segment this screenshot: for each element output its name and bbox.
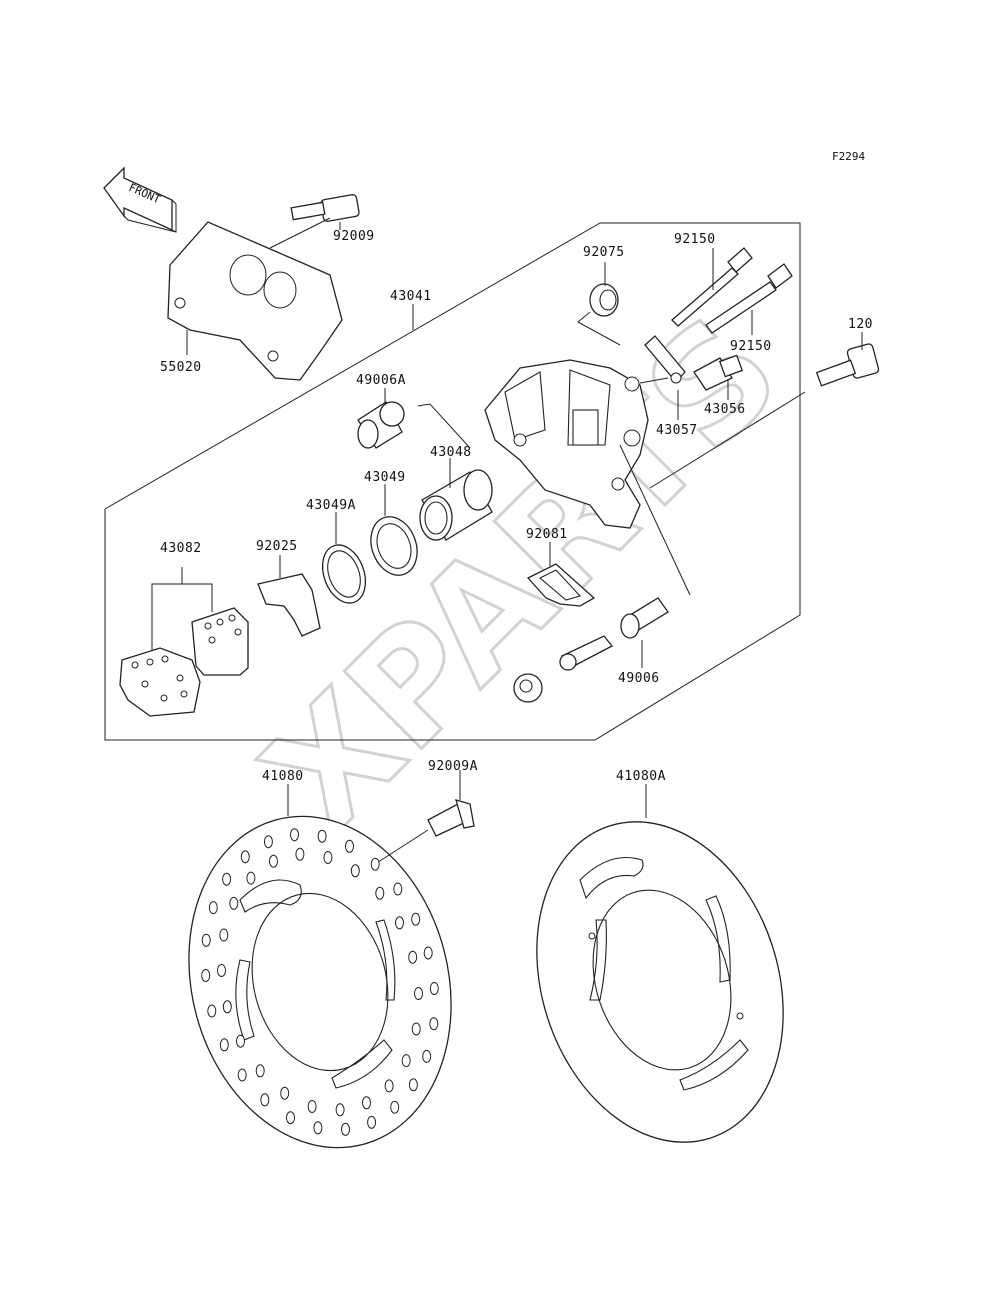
label-43057: 43057 <box>656 423 698 438</box>
disc-vent-hole <box>367 1115 377 1129</box>
disc-vent-hole <box>411 1022 421 1036</box>
pin-bolt <box>559 635 614 671</box>
label-92009: 92009 <box>333 229 375 244</box>
label-43048: 43048 <box>430 445 472 460</box>
label-41080A: 41080A <box>616 769 666 784</box>
disc-vent-hole <box>208 901 218 915</box>
disc-vent-hole <box>345 839 354 853</box>
label-92150-a: 92150 <box>674 232 716 247</box>
pad-set-43082 <box>119 567 249 717</box>
disc-vent-hole <box>260 1093 270 1107</box>
disc-vent-hole <box>246 871 256 885</box>
disc-vent-hole <box>236 1034 245 1048</box>
disc-vent-hole <box>429 982 439 995</box>
disc-vent-hole <box>414 987 423 1000</box>
label-43082: 43082 <box>160 541 202 556</box>
label-92081: 92081 <box>526 527 568 542</box>
disc-vent-hole <box>222 872 232 886</box>
disc-vent-hole <box>222 1000 232 1014</box>
label-43049A: 43049A <box>306 498 356 513</box>
label-43049: 43049 <box>364 470 406 485</box>
disc-vent-hole <box>201 933 211 947</box>
pin-92150-a <box>671 247 753 327</box>
link-43057 <box>639 335 686 420</box>
seal-43049 <box>370 484 418 576</box>
disc-vent-hole <box>370 857 380 871</box>
label-43056: 43056 <box>704 402 746 417</box>
bolt-92009 <box>269 194 360 249</box>
disc-vent-hole <box>219 1038 229 1052</box>
disc-vent-hole <box>422 1049 432 1063</box>
disc-vent-hole <box>237 1068 247 1082</box>
disc-vent-hole <box>395 916 404 930</box>
label-49006A: 49006A <box>356 373 406 388</box>
bolt-120 <box>649 332 880 489</box>
spring-92025 <box>257 555 321 637</box>
piston-43048 <box>419 458 493 541</box>
front-arrow-icon: FRONT <box>103 166 177 233</box>
label-43041: 43041 <box>390 289 432 304</box>
disc-vent-hole <box>295 847 305 861</box>
disc-41080 <box>188 784 452 1149</box>
boot-49006A <box>357 388 405 449</box>
label-49006: 49006 <box>618 671 660 686</box>
washer <box>513 673 543 703</box>
label-92025: 92025 <box>256 539 298 554</box>
screw-92009A <box>427 770 475 837</box>
disc-vent-hole <box>229 896 239 910</box>
clip-92081 <box>526 542 596 607</box>
disc-vent-hole <box>255 1064 265 1078</box>
bracket-55020 <box>167 221 343 381</box>
boot-92075 <box>577 262 621 346</box>
disc-vent-hole <box>290 828 299 842</box>
disc-vent-hole <box>219 928 229 942</box>
label-41080: 41080 <box>262 769 304 784</box>
disc-vent-hole <box>429 1017 439 1031</box>
disc-vent-hole <box>390 1100 400 1114</box>
disc-vent-hole <box>217 964 226 977</box>
disc-41080A <box>536 784 784 1143</box>
disc-vent-hole <box>408 950 418 964</box>
disc-vent-hole <box>201 969 211 982</box>
assembly-frame <box>104 222 801 741</box>
label-92009A: 92009A <box>428 759 478 774</box>
disc-vent-hole <box>393 882 403 896</box>
bush-49006 <box>620 597 669 668</box>
disc-vent-hole <box>323 851 333 864</box>
label-92150-b: 92150 <box>730 339 772 354</box>
label-55020: 55020 <box>160 360 202 375</box>
disc-vent-hole <box>317 829 327 843</box>
disc-vent-hole <box>307 1100 317 1113</box>
disc-vent-hole <box>335 1103 345 1117</box>
disc-vent-hole <box>401 1054 411 1068</box>
disc-vent-hole <box>269 854 278 868</box>
seal-43049A <box>321 512 367 604</box>
disc-vent-hole <box>313 1121 323 1135</box>
disc-vent-hole <box>411 912 421 926</box>
disc-holes <box>201 828 439 1136</box>
diagram-code: F2294 <box>832 150 865 163</box>
disc-vent-hole <box>263 835 273 849</box>
disc-vent-hole <box>423 946 433 960</box>
disc-vent-hole <box>286 1111 295 1125</box>
disc-vent-hole <box>350 864 360 878</box>
label-92075: 92075 <box>583 245 625 260</box>
caliper-body <box>417 359 691 596</box>
pin-92150-b <box>705 263 793 335</box>
disc-vent-hole <box>207 1004 217 1018</box>
bleeder-43056 <box>693 354 744 400</box>
disc-vent-hole <box>362 1096 371 1110</box>
label-120: 120 <box>848 317 873 332</box>
disc-vent-hole <box>375 886 385 900</box>
disc-vent-hole <box>280 1086 290 1100</box>
disc-vent-hole <box>240 850 250 864</box>
disc-vent-hole <box>408 1078 418 1092</box>
disc-vent-hole <box>341 1122 350 1136</box>
disc-vent-hole <box>384 1079 394 1093</box>
